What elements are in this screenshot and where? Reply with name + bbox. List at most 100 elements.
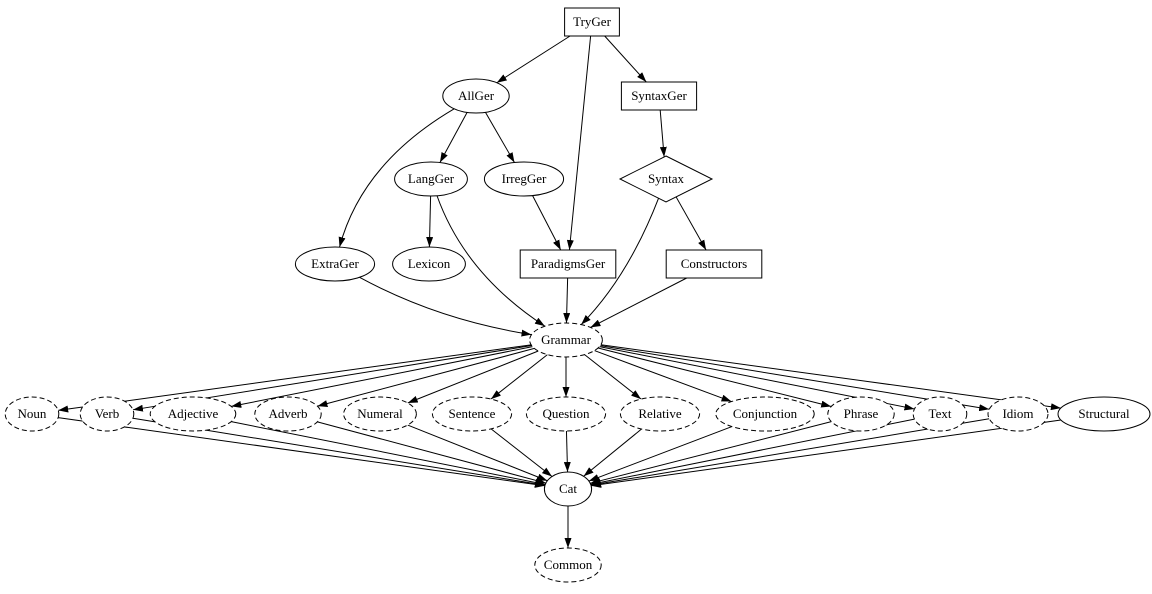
node-Relative-label: Relative (638, 406, 682, 421)
edge-LangGer-Lexicon (426, 195, 434, 248)
edge-TryGer-AllGer (496, 35, 571, 84)
node-ExtraGer-label: ExtraGer (311, 256, 359, 271)
node-Noun: Noun (4, 396, 60, 432)
node-Numeral-label: Numeral (357, 406, 403, 421)
edge-AllGer-LangGer (439, 112, 468, 163)
edge-Grammar-Adjective (231, 346, 533, 408)
node-Structural-label: Structural (1078, 406, 1130, 421)
node-Numeral-shape (343, 396, 417, 432)
edge-Syntax-Grammar (580, 198, 659, 325)
edge-LangGer-Grammar (436, 195, 546, 327)
node-Question-shape (525, 396, 607, 432)
node-Noun-label: Noun (18, 406, 47, 421)
node-Numeral: Numeral (343, 396, 417, 432)
node-ParadigmsGer-label: ParadigmsGer (531, 256, 606, 271)
edge-Phrase-Cat (590, 421, 832, 485)
edge-Noun-Cat (58, 417, 545, 488)
node-TryGer-label: TryGer (573, 14, 611, 29)
node-ExtraGer: ExtraGer (294, 246, 376, 282)
node-Adverb-label: Adverb (269, 406, 308, 421)
node-Question-label: Question (543, 406, 590, 421)
node-Conjunction-shape (715, 396, 815, 432)
node-Grammar: Grammar (529, 322, 603, 358)
node-Constructors-label: Constructors (681, 256, 747, 271)
node-AllGer: AllGer (442, 78, 510, 114)
edge-Grammar-Sentence (490, 354, 548, 400)
edge-Grammar-Noun (58, 344, 532, 413)
node-Relative: Relative (619, 396, 701, 432)
node-ParadigmsGer-shape (519, 249, 617, 279)
node-Idiom-shape (987, 396, 1049, 432)
edge-Grammar-Phrase (597, 347, 832, 408)
node-TryGer: TryGer (564, 7, 620, 37)
edge-Syntax-Constructors (675, 196, 707, 251)
node-SyntaxGer-label: SyntaxGer (631, 88, 687, 103)
node-Verb: Verb (79, 396, 135, 432)
node-Conjunction-label: Conjunction (733, 406, 798, 421)
node-Adjective-label: Adjective (168, 406, 219, 421)
edge-ExtraGer-Grammar (359, 276, 532, 337)
node-Cat: Cat (543, 471, 593, 507)
node-Conjunction: Conjunction (715, 396, 815, 432)
node-Adverb: Adverb (254, 396, 322, 432)
node-Lexicon-label: Lexicon (408, 256, 451, 271)
node-Text: Text (912, 396, 968, 432)
edge-Grammar-Adverb (317, 347, 535, 407)
edge-Numeral-Cat (407, 424, 548, 482)
node-Constructors-shape (665, 249, 763, 279)
edge-Idiom-Cat (590, 418, 990, 487)
node-Grammar-shape (529, 322, 603, 358)
node-Syntax-shape (618, 155, 714, 203)
node-Sentence-shape (431, 396, 513, 432)
node-Relative-shape (619, 396, 701, 432)
edge-Adjective-Cat (231, 421, 546, 486)
node-Idiom-label: Idiom (1002, 406, 1033, 421)
edge-Grammar-Structural (600, 344, 1061, 411)
edge-Constructors-Grammar (590, 277, 687, 328)
edge-ParadigmsGer-Grammar (563, 277, 571, 324)
edge-Adverb-Cat (317, 421, 547, 484)
edge-TryGer-SyntaxGer (604, 35, 647, 83)
node-IrregGer: IrregGer (483, 161, 565, 197)
edge-Relative-Cat (583, 428, 642, 477)
node-Cat-shape (543, 471, 593, 507)
edge-TryGer-ParadigmsGer (566, 35, 592, 251)
node-Noun-shape (4, 396, 60, 432)
edge-IrregGer-ParadigmsGer (532, 195, 562, 251)
edge-AllGer-IrregGer (484, 112, 515, 163)
edge-Grammar-Conjunction (594, 350, 732, 403)
node-LangGer: LangGer (394, 161, 468, 197)
edge-Question-Cat (563, 430, 571, 473)
node-LangGer-shape (394, 161, 468, 197)
node-Phrase: Phrase (827, 396, 895, 432)
edge-Structural-Cat (591, 419, 1062, 488)
edge-SyntaxGer-Syntax (659, 109, 667, 157)
edge-Grammar-Numeral (407, 350, 539, 404)
node-Lexicon: Lexicon (392, 246, 466, 282)
edge-Grammar-Relative (584, 354, 642, 400)
node-IrregGer-shape (483, 161, 565, 197)
node-ParadigmsGer: ParadigmsGer (519, 249, 617, 279)
node-Question: Question (525, 396, 607, 432)
node-Phrase-label: Phrase (844, 406, 879, 421)
node-SyntaxGer-shape (620, 81, 698, 111)
node-Structural-shape (1057, 396, 1151, 432)
node-Syntax-label: Syntax (648, 171, 685, 186)
node-Common: Common (534, 547, 602, 583)
node-Sentence-label: Sentence (449, 406, 496, 421)
edge-AllGer-ExtraGer (338, 108, 455, 248)
node-Grammar-label: Grammar (541, 332, 591, 347)
node-Adverb-shape (254, 396, 322, 432)
node-LangGer-label: LangGer (408, 171, 455, 186)
node-Common-label: Common (544, 557, 593, 572)
node-AllGer-shape (442, 78, 510, 114)
edge-Conjunction-Cat (588, 426, 733, 482)
edges-layer (58, 35, 1062, 548)
node-Text-shape (912, 396, 968, 432)
node-Structural: Structural (1057, 396, 1151, 432)
node-Verb-shape (79, 396, 135, 432)
node-Cat-label: Cat (559, 481, 577, 496)
edge-Sentence-Cat (490, 428, 553, 477)
